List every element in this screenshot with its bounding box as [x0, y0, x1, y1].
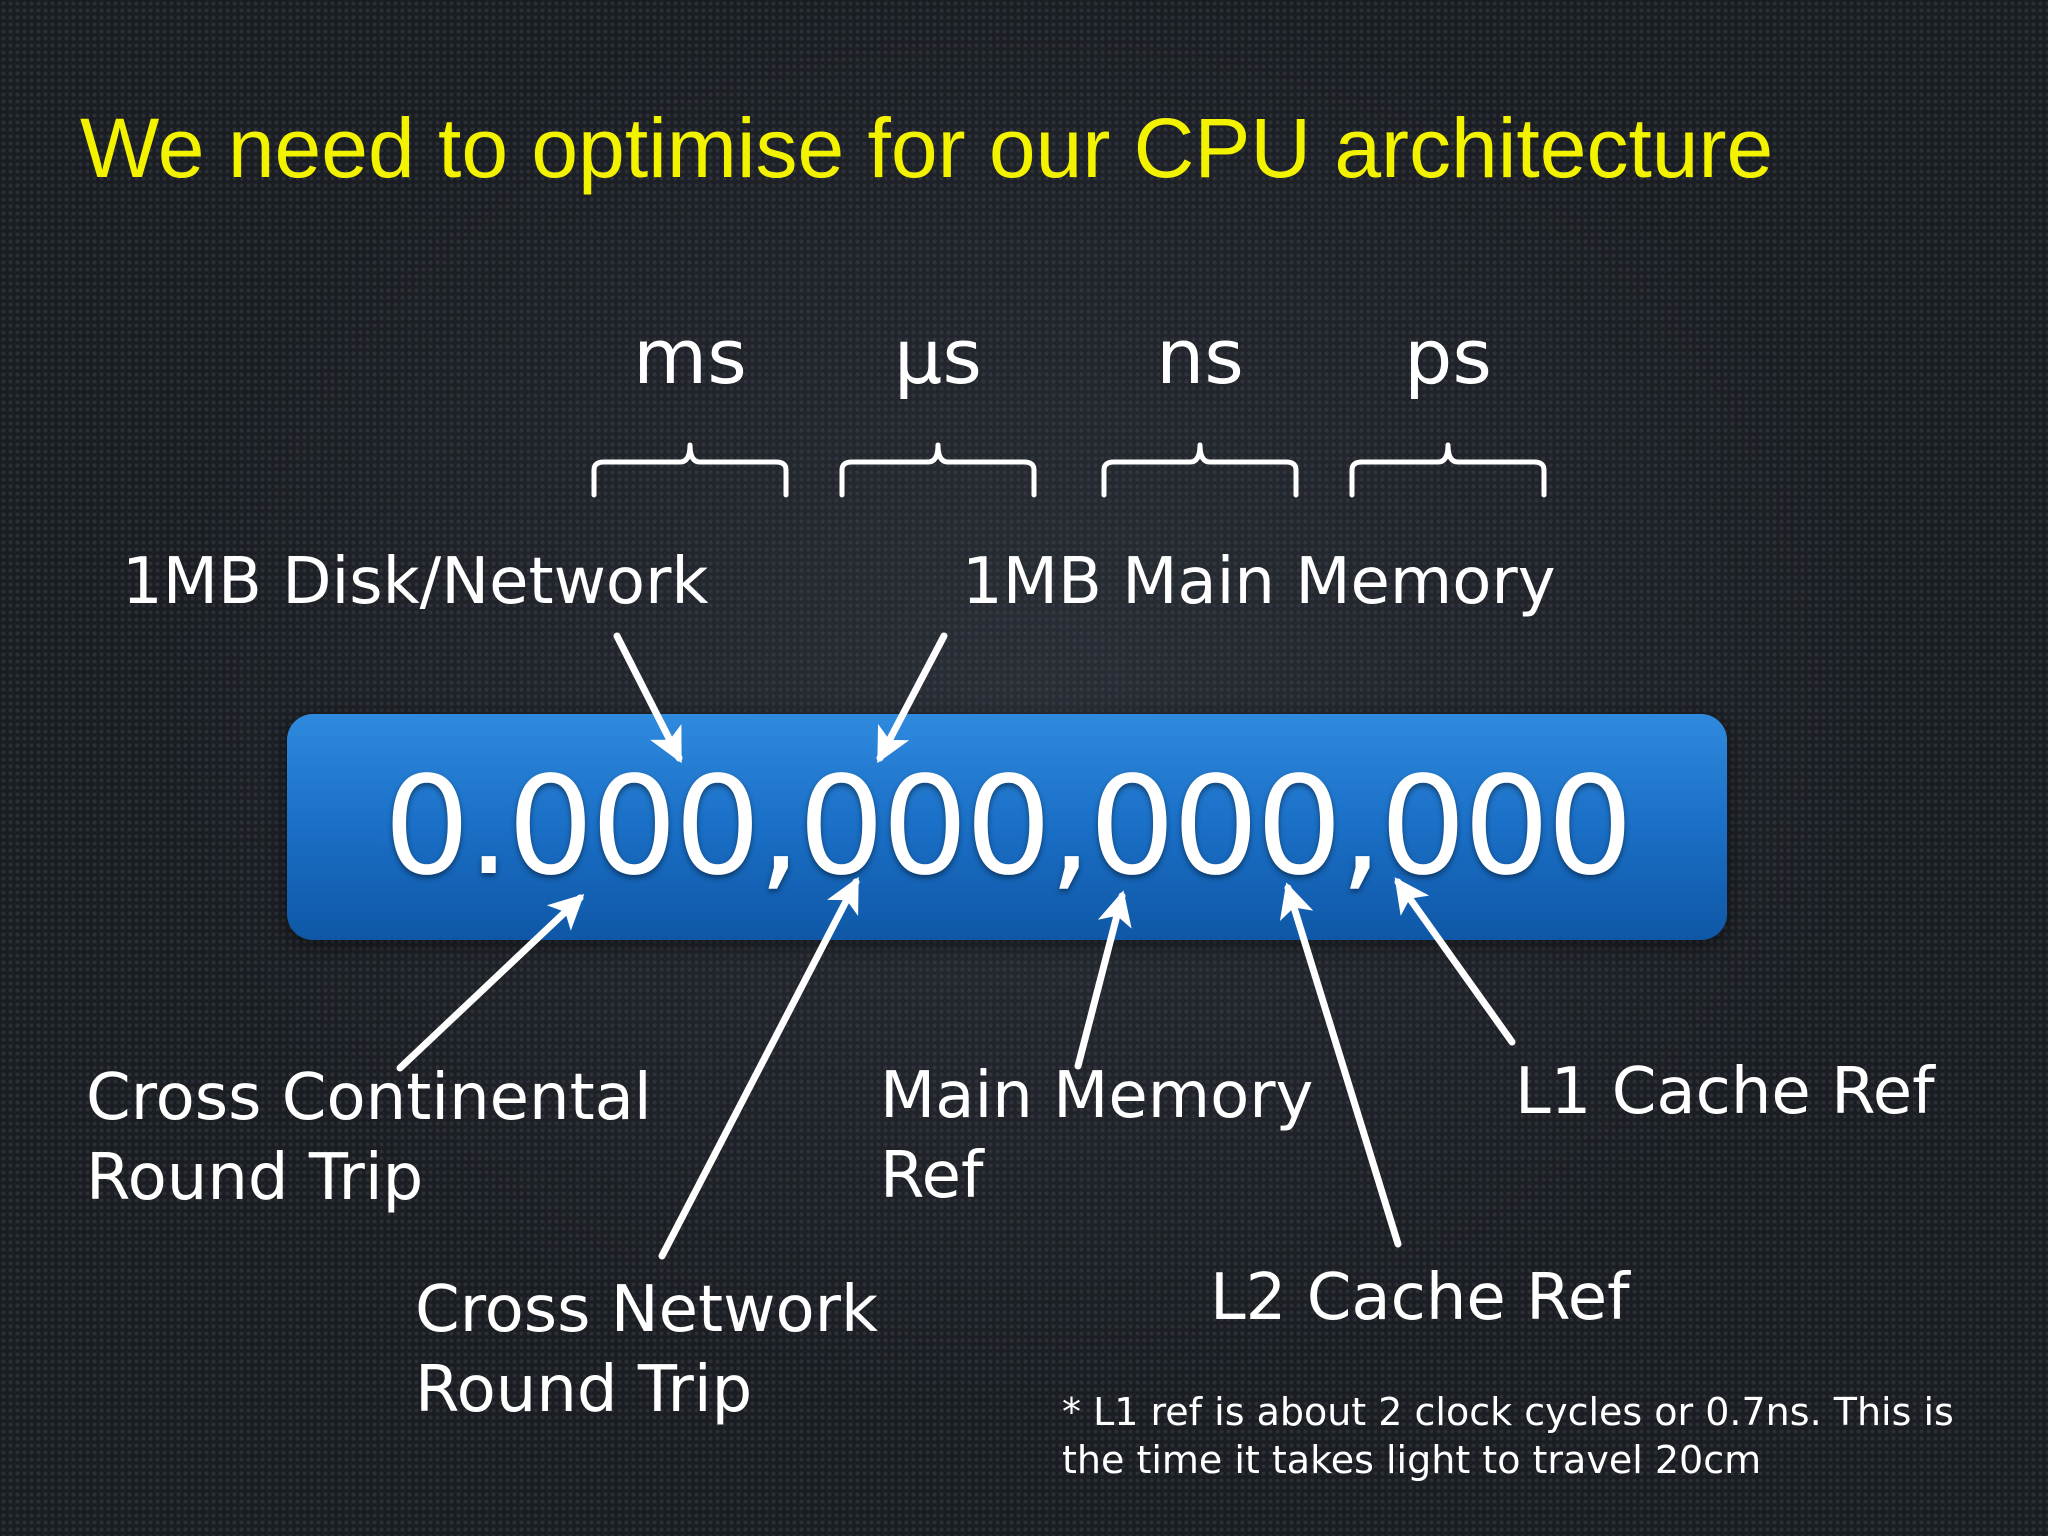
label-main-memory-ref-line1: Main Memory: [880, 1059, 1314, 1133]
label-1mb-disk-network: 1MB Disk/Network: [122, 545, 709, 619]
label-l2-cache-ref: L2 Cache Ref: [1210, 1261, 1630, 1335]
arrow-l2-cache-ref: [1279, 882, 1402, 1248]
unit-ps: ps: [1404, 312, 1492, 401]
label-cross-network-line1: Cross Network: [415, 1273, 878, 1347]
brace-ns: [1101, 442, 1299, 498]
label-cross-network-line2: Round Trip: [415, 1353, 753, 1427]
label-cross-continental: Cross Continental Round Trip: [86, 1058, 652, 1218]
slide-title: We need to optimise for our CPU architec…: [80, 101, 1774, 195]
label-cross-network: Cross Network Round Trip: [415, 1270, 878, 1430]
unit-ns: ns: [1156, 312, 1244, 401]
brace-us: [839, 442, 1037, 498]
arrow-l1-cache-ref: [1394, 877, 1516, 1046]
unit-us: μs: [894, 312, 982, 401]
label-l1-cache-ref: L1 Cache Ref: [1515, 1055, 1935, 1129]
brace-ps: [1349, 442, 1547, 498]
number-bar: [287, 714, 1727, 940]
brace-ms: [591, 442, 789, 498]
label-1mb-main-memory: 1MB Main Memory: [962, 545, 1556, 619]
label-main-memory-ref: Main Memory Ref: [880, 1056, 1313, 1216]
label-cross-continental-line2: Round Trip: [86, 1141, 424, 1215]
arrow-cross-network: [658, 876, 860, 1260]
footnote: * L1 ref is about 2 clock cycles or 0.7n…: [1062, 1388, 1954, 1484]
footnote-line1: * L1 ref is about 2 clock cycles or 0.7n…: [1062, 1390, 1954, 1434]
arrow-cross-continental: [396, 893, 585, 1072]
arrow-main-memory-ref: [1074, 890, 1132, 1070]
label-main-memory-ref-line2: Ref: [880, 1139, 984, 1213]
unit-ms: ms: [633, 312, 747, 401]
arrow-1mb-main-memory: [876, 632, 948, 764]
label-cross-continental-line1: Cross Continental: [86, 1061, 652, 1135]
footnote-line2: the time it takes light to travel 20cm: [1062, 1438, 1762, 1482]
arrow-disk-network: [613, 632, 683, 764]
